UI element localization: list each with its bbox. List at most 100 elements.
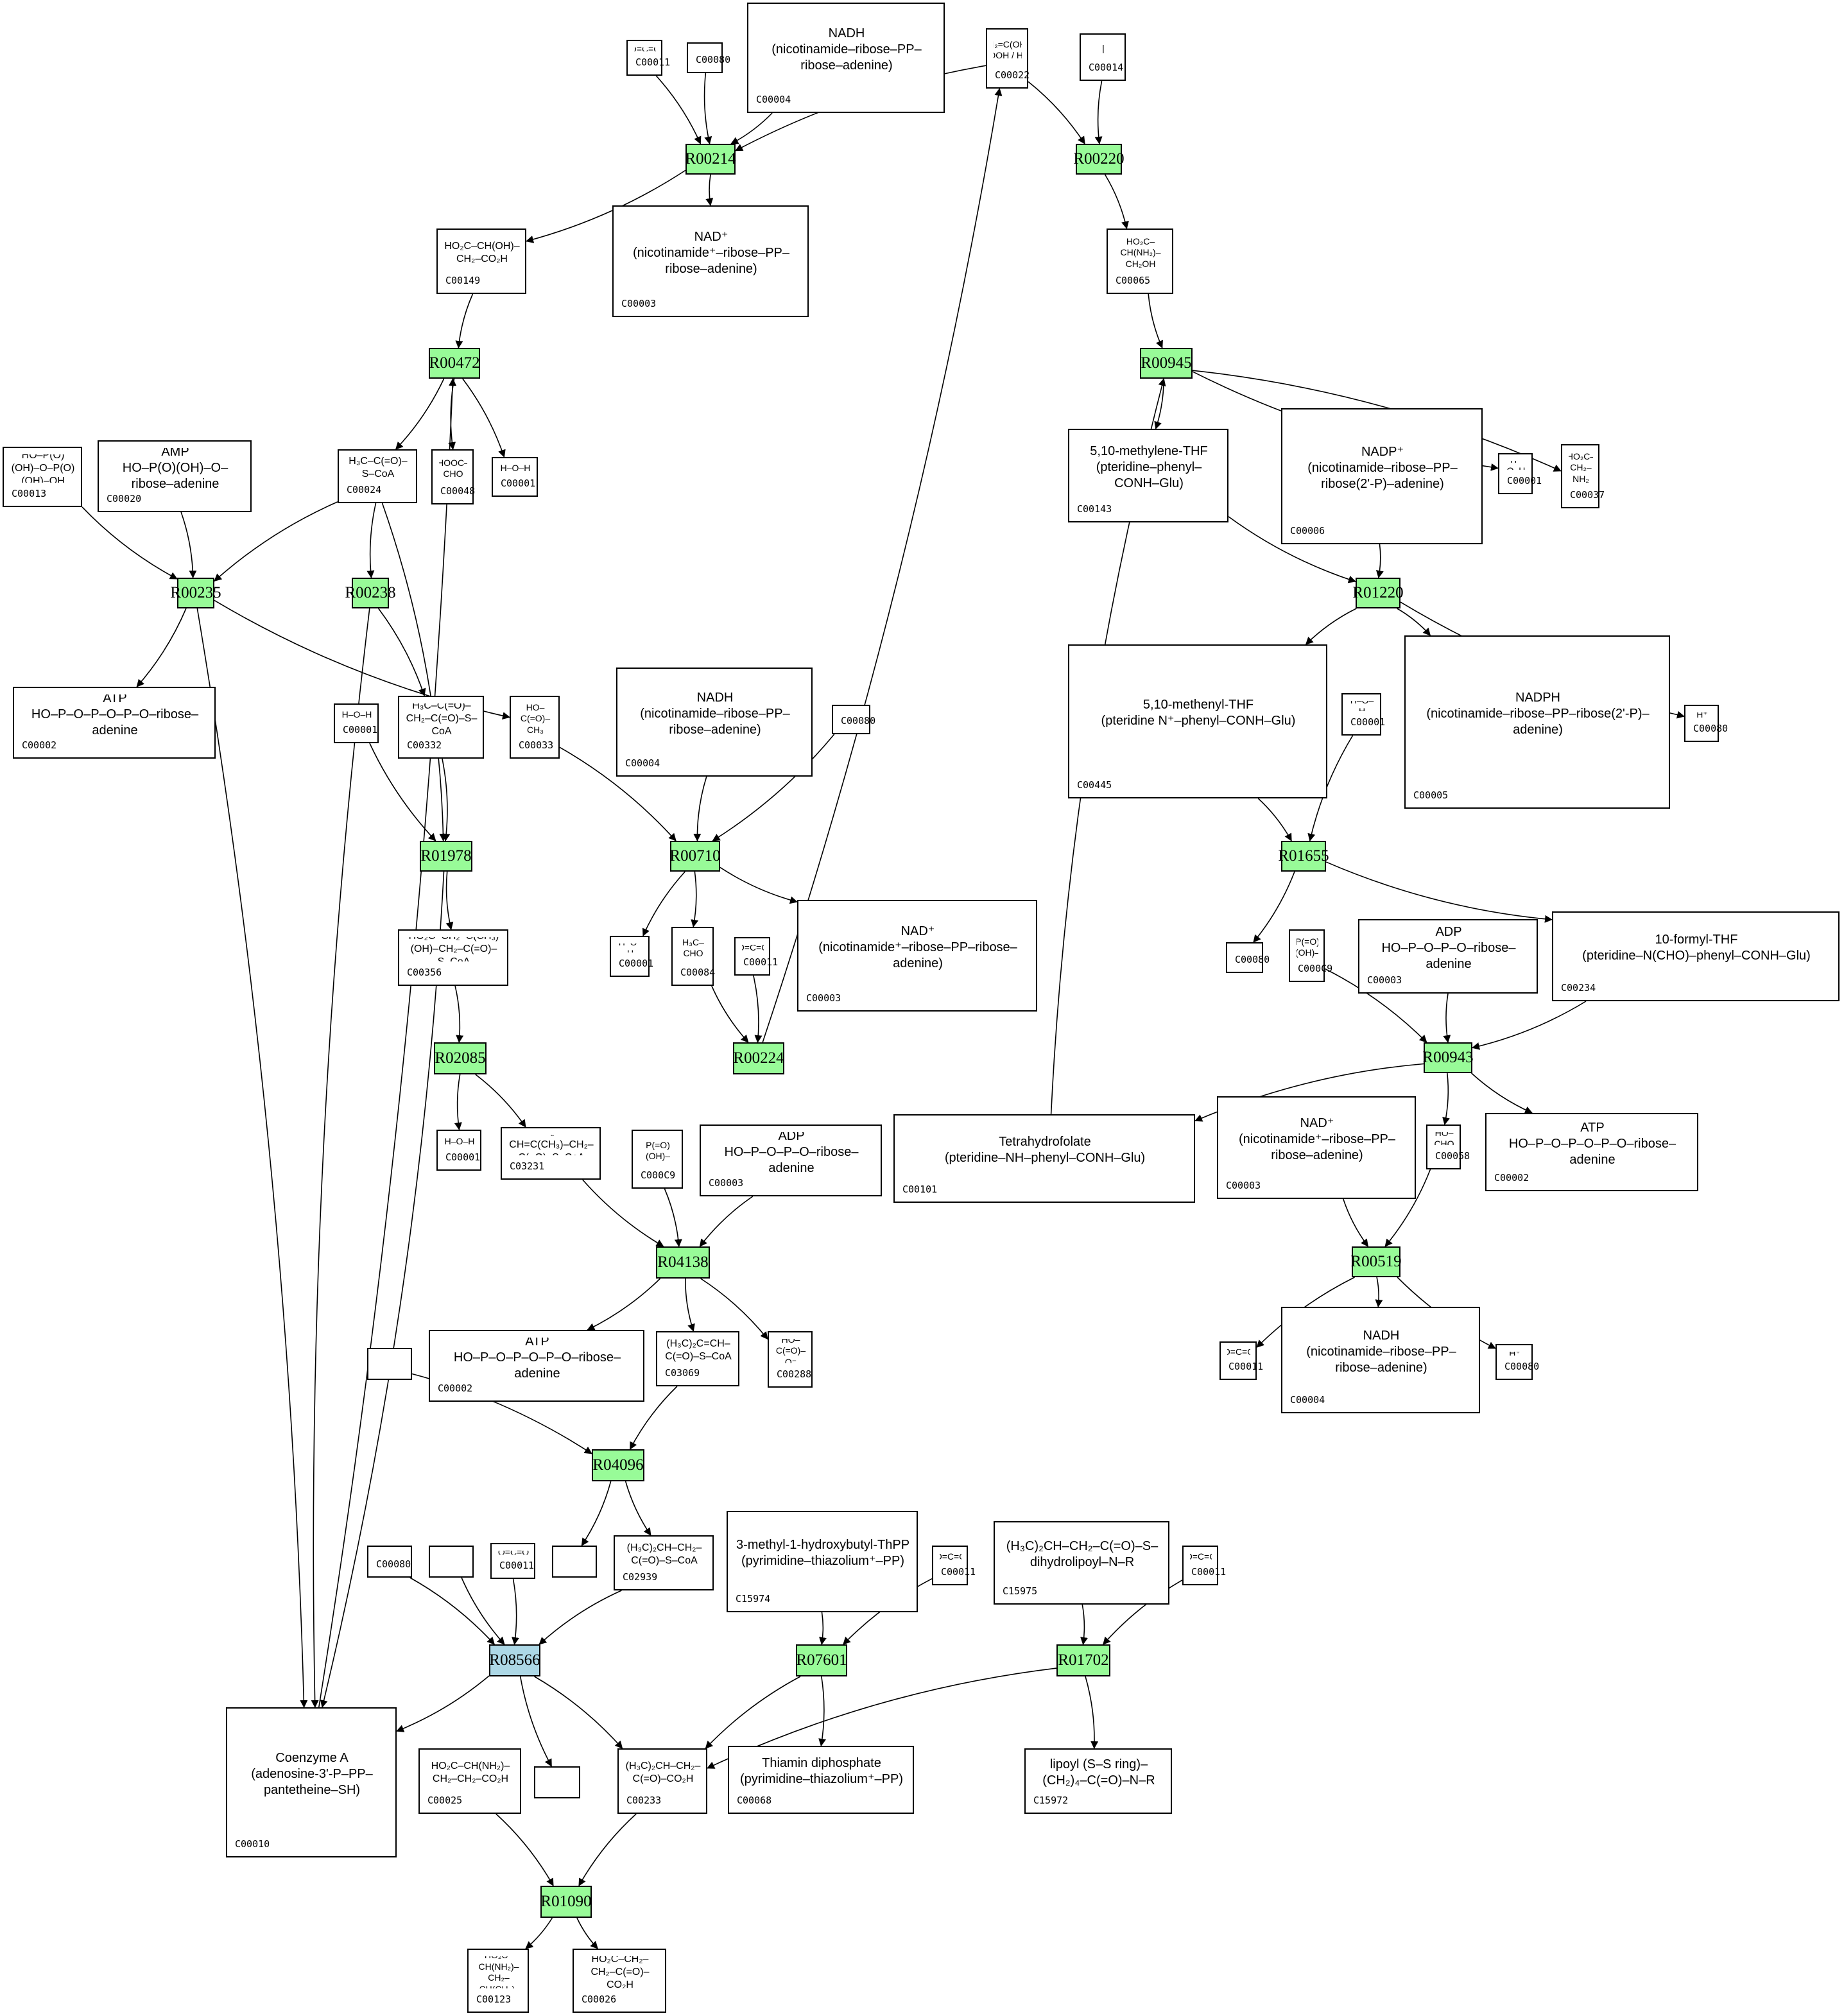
compound-node-c00288[interactable]: HO–C(=O)–O⁻C00288 xyxy=(768,1331,813,1388)
reaction-node-r00943[interactable]: R00943 xyxy=(1422,1042,1474,1073)
compound-node-c00006[interactable]: NADP⁺ (nicotinamide–ribose–PP–ribose(2'-… xyxy=(1281,408,1483,544)
reaction-node-r01220[interactable]: R01220 xyxy=(1352,578,1404,608)
reaction-node-r01655[interactable]: R01655 xyxy=(1278,841,1329,872)
compound-node-c15974[interactable]: 3-methyl-1-hydroxybutyl-ThPP (pyrimidine… xyxy=(727,1511,918,1612)
reaction-node-r08566[interactable]: R08566 xyxy=(489,1644,540,1676)
compound-id-label: C00006 xyxy=(1290,525,1325,537)
reaction-node-r00945[interactable]: R00945 xyxy=(1140,348,1193,379)
reaction-node-r00235[interactable]: R00235 xyxy=(170,578,221,608)
compound-node-c00080[interactable]: H⁺C00080 xyxy=(367,1546,412,1578)
reaction-node-r02085[interactable]: R02085 xyxy=(434,1042,487,1074)
edge-r08566-to-n61 xyxy=(396,1675,490,1732)
compound-node-c00080[interactable]: H⁺C00080 xyxy=(1495,1344,1539,1380)
compound-node-c00143[interactable]: 5,10-methylene-THF (pteridine–phenyl–CON… xyxy=(1068,429,1228,522)
compound-node-empty[interactable] xyxy=(534,1766,580,1798)
compound-node-c00080[interactable]: H⁺C00080 xyxy=(832,705,875,734)
compound-id-label: C03231 xyxy=(510,1160,545,1172)
compound-structure: Thiamin diphosphate (pyrimidine–thiazoli… xyxy=(740,1756,903,1786)
compound-node-c00445[interactable]: 5,10-methenyl-THF (pteridine N⁺–phenyl–C… xyxy=(1068,644,1327,798)
compound-id-label: C00003 xyxy=(806,992,841,1004)
compound-structure: HO₂C–CH₂–C(CH₃)(OH)–CH₂–C(=O)–S–CoA xyxy=(409,937,499,961)
compound-id-label: C00025 xyxy=(427,1795,463,1806)
reaction-node-r04096[interactable]: R04096 xyxy=(592,1449,644,1481)
reaction-node-r00519[interactable]: R00519 xyxy=(1350,1246,1402,1277)
compound-node-c03231[interactable]: HO₂C–CH=C(CH₃)–CH₂–C(=O)–S–CoAC03231 xyxy=(501,1127,601,1180)
reaction-node-r01702[interactable]: R01702 xyxy=(1056,1644,1110,1676)
compound-node-c000c9[interactable]: HO–P(=O)(OH)–OHC000C9 xyxy=(1289,929,1332,982)
compound-node-c00014[interactable]: H–N–H | HC00014 xyxy=(1080,33,1126,81)
compound-node-c00005[interactable]: NADPH (nicotinamide–ribose–PP–ribose(2'-… xyxy=(1404,635,1670,809)
reaction-node-r00220[interactable]: R00220 xyxy=(1073,144,1124,175)
compound-node-empty[interactable] xyxy=(429,1546,474,1578)
compound-node-c00003[interactable]: NAD⁺ (nicotinamide⁺–ribose–PP–ribose–ade… xyxy=(612,205,809,317)
compound-node-c00011[interactable]: O=C=OC00011 xyxy=(490,1543,535,1579)
compound-node-c00011[interactable]: O=C=OC00011 xyxy=(1219,1341,1263,1380)
compound-node-c00080[interactable]: H⁺C00080 xyxy=(687,42,730,73)
compound-node-c00123[interactable]: HO₂C–CH(NH₂)–CH₂–CH(CH₃)₂C00123 xyxy=(467,1949,529,2013)
compound-node-c00011[interactable]: O=C=OC00011 xyxy=(1182,1546,1226,1585)
compound-node-c00068[interactable]: Thiamin diphosphate (pyrimidine–thiazoli… xyxy=(728,1746,914,1814)
compound-node-c00010[interactable]: Coenzyme A (adenosine-3'-P–PP–pantethein… xyxy=(226,1707,397,1857)
reaction-node-r00214[interactable]: R00214 xyxy=(685,144,736,175)
compound-node-empty[interactable] xyxy=(367,1348,412,1380)
compound-node-c00011[interactable]: O=C=OC00011 xyxy=(932,1546,976,1585)
reaction-node-r01090[interactable]: R01090 xyxy=(540,1886,592,1918)
compound-node-empty[interactable] xyxy=(552,1546,597,1578)
compound-node-c000c9[interactable]: HO–P(=O)(OH)–OHC000C9 xyxy=(632,1130,683,1189)
compound-node-c00356[interactable]: HO₂C–CH₂–C(CH₃)(OH)–CH₂–C(=O)–S–CoAC0035… xyxy=(398,929,508,986)
compound-structure: NADP⁺ (nicotinamide–ribose–PP–ribose(2'-… xyxy=(1307,444,1458,491)
reaction-node-r04138[interactable]: R04138 xyxy=(656,1246,710,1279)
compound-node-c00011[interactable]: O=C=OC00011 xyxy=(626,40,670,76)
reaction-node-r07601[interactable]: R07601 xyxy=(796,1644,847,1676)
compound-node-c00101[interactable]: Tetrahydrofolate (pteridine–NH–phenyl–CO… xyxy=(893,1114,1195,1203)
edge-r01220-to-n24 xyxy=(1305,608,1357,645)
reaction-node-r01978[interactable]: R01978 xyxy=(420,841,472,872)
compound-structure: H–O–H xyxy=(444,1137,475,1146)
compound-id-label: C00022 xyxy=(995,69,1030,81)
compound-node-c00003[interactable]: NAD⁺ (nicotinamide⁺–ribose–PP–ribose–ade… xyxy=(1217,1096,1416,1199)
edge-n40-to-r04138 xyxy=(699,1196,754,1247)
compound-node-c00004[interactable]: NADH (nicotinamide–ribose–PP–ribose–aden… xyxy=(616,668,813,777)
compound-node-c00022[interactable]: CH₂=C(OH)–COOH / H₃CC00022 xyxy=(986,28,1030,89)
reaction-node-r00238[interactable]: R00238 xyxy=(345,578,396,608)
compound-node-c00003[interactable]: NAD⁺ (nicotinamide⁺–ribose–PP–ribose–ade… xyxy=(797,900,1037,1012)
reaction-node-r00472[interactable]: R00472 xyxy=(429,348,480,379)
compound-node-c00004[interactable]: NADH (nicotinamide–ribose–PP–ribose–aden… xyxy=(747,3,945,113)
compound-node-c00234[interactable]: 10-formyl-THF (pteridine–N(CHO)–phenyl–C… xyxy=(1552,911,1840,1001)
compound-node-c00004[interactable]: NADH (nicotinamide–ribose–PP–ribose–aden… xyxy=(1281,1307,1480,1413)
reaction-node-r00710[interactable]: R00710 xyxy=(669,841,721,872)
compound-node-c00080[interactable]: H⁺C00080 xyxy=(1684,705,1728,742)
reaction-node-r00224[interactable]: R00224 xyxy=(733,1042,784,1074)
compound-node-c00011[interactable]: O=C=OC00011 xyxy=(734,937,778,976)
compound-node-c00080[interactable]: H⁺C00080 xyxy=(1226,942,1270,973)
